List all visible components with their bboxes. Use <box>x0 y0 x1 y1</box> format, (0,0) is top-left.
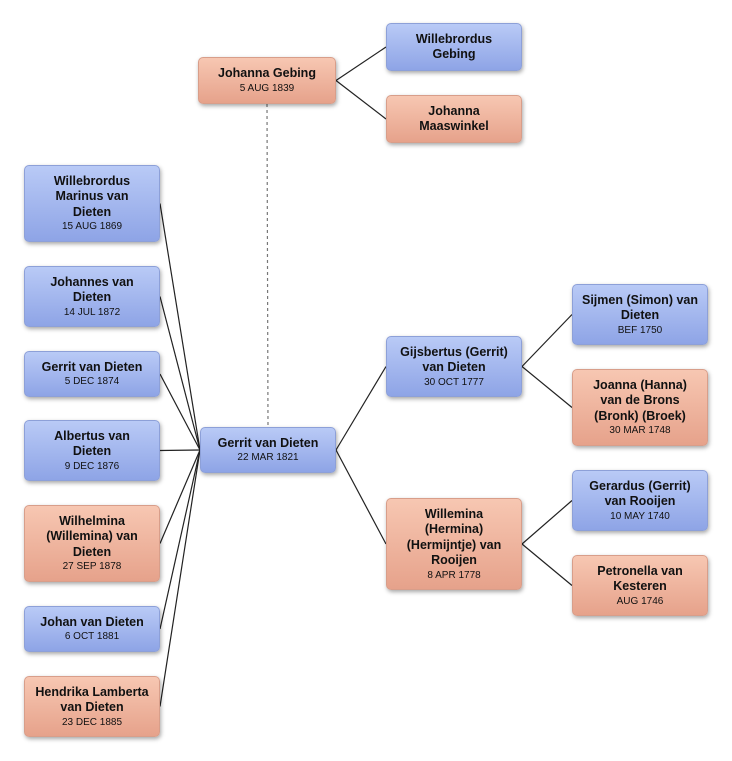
person-date: 14 JUL 1872 <box>63 306 121 318</box>
person-johanna-maaswinkel[interactable]: Johanna Maaswinkel <box>386 95 522 143</box>
link-gijsbertus-to-joanna <box>521 366 573 408</box>
person-name: Willebrordus Marinus van Dieten <box>53 173 131 219</box>
person-date: 9 DEC 1876 <box>64 460 120 472</box>
person-johan[interactable]: Johan van Dieten 6 OCT 1881 <box>24 606 160 652</box>
link-wilhelmina-to-gerrit-1821 <box>159 449 201 544</box>
person-date: 8 APR 1778 <box>427 569 481 581</box>
person-date: 27 SEP 1878 <box>62 561 122 573</box>
person-date: 5 DEC 1874 <box>64 376 120 388</box>
person-name: Albertus van Dieten <box>54 428 130 459</box>
person-date: 15 AUG 1869 <box>61 221 123 233</box>
link-willemina-rooijen-to-petronella <box>521 543 573 586</box>
person-name: Johan van Dieten <box>40 614 144 629</box>
person-name: Gijsbertus (Gerrit) van Dieten <box>400 344 508 375</box>
link-johanna-gebing-to-willebrordus-gebing <box>335 46 387 81</box>
person-name: Johanna Maaswinkel <box>419 103 489 134</box>
link-gerrit-1821-to-willemina-rooijen <box>335 449 387 545</box>
person-date: 23 DEC 1885 <box>61 716 123 728</box>
person-date: 30 MAR 1748 <box>609 425 671 437</box>
person-name: Petronella van Kesteren <box>597 563 683 594</box>
person-date: 10 MAY 1740 <box>610 510 670 522</box>
person-willebrordus-marinus[interactable]: Willebrordus Marinus van Dieten 15 AUG 1… <box>24 165 160 242</box>
person-name: Johanna Gebing <box>218 66 316 81</box>
person-johanna-gebing[interactable]: Johanna Gebing 5 AUG 1839 <box>198 57 336 104</box>
link-hendrika-to-gerrit-1821 <box>159 449 201 707</box>
link-willebrordus-marinus-to-gerrit-1821 <box>159 203 201 451</box>
person-name: Johannes van Dieten <box>50 274 134 305</box>
person-name: Wilhelmina (Willemina) van Dieten <box>46 513 138 559</box>
person-gerrit-1821[interactable]: Gerrit van Dieten 22 MAR 1821 <box>200 427 336 473</box>
person-petronella[interactable]: Petronella van Kesteren AUG 1746 <box>572 555 708 616</box>
person-date: AUG 1746 <box>616 595 664 607</box>
person-date: 30 OCT 1777 <box>424 376 484 388</box>
link-albertus-to-gerrit-1821 <box>159 449 201 452</box>
person-willemina-rooijen[interactable]: Willemina (Hermina) (Hermijntje) van Roo… <box>386 498 522 590</box>
person-albertus[interactable]: Albertus van Dieten 9 DEC 1876 <box>24 420 160 481</box>
person-willebrordus-gebing[interactable]: Willebrordus Gebing <box>386 23 522 71</box>
person-date: 5 AUG 1839 <box>239 82 295 94</box>
person-name: Willemina (Hermina) (Hermijntje) van Roo… <box>406 506 502 568</box>
link-johanna-gebing-to-johanna-maaswinkel <box>335 80 387 120</box>
link-gijsbertus-to-sijmen <box>521 314 573 367</box>
link-gerrit-1874-to-gerrit-1821 <box>159 373 201 451</box>
person-hendrika[interactable]: Hendrika Lamberta van Dieten 23 DEC 1885 <box>24 676 160 737</box>
link-gerrit-1821-to-gijsbertus <box>335 366 387 451</box>
person-joanna[interactable]: Joanna (Hanna) van de Brons (Bronk) (Bro… <box>572 369 708 446</box>
person-name: Sijmen (Simon) van Dieten <box>582 292 698 323</box>
person-name: Joanna (Hanna) van de Brons (Bronk) (Bro… <box>593 377 687 423</box>
link-willemina-rooijen-to-gerardus <box>521 500 573 545</box>
person-name: Gerardus (Gerrit) van Rooijen <box>589 478 691 509</box>
person-date: 22 MAR 1821 <box>237 452 299 464</box>
person-sijmen[interactable]: Sijmen (Simon) van Dieten BEF 1750 <box>572 284 708 345</box>
link-johannes-to-gerrit-1821 <box>159 296 201 451</box>
person-date: 6 OCT 1881 <box>64 631 120 643</box>
person-gerrit-1874[interactable]: Gerrit van Dieten 5 DEC 1874 <box>24 351 160 397</box>
person-name: Gerrit van Dieten <box>217 435 319 450</box>
person-name: Willebrordus Gebing <box>415 31 493 62</box>
person-wilhelmina[interactable]: Wilhelmina (Willemina) van Dieten 27 SEP… <box>24 505 160 582</box>
person-gijsbertus[interactable]: Gijsbertus (Gerrit) van Dieten 30 OCT 17… <box>386 336 522 397</box>
person-name: Hendrika Lamberta van Dieten <box>35 684 149 715</box>
link-johan-to-gerrit-1821 <box>159 449 201 630</box>
person-johannes[interactable]: Johannes van Dieten 14 JUL 1872 <box>24 266 160 327</box>
person-name: Gerrit van Dieten <box>41 359 143 374</box>
person-date: BEF 1750 <box>617 324 663 336</box>
link-johanna-gebing-to-gerrit-1821 <box>266 103 269 428</box>
person-gerardus[interactable]: Gerardus (Gerrit) van Rooijen 10 MAY 174… <box>572 470 708 531</box>
